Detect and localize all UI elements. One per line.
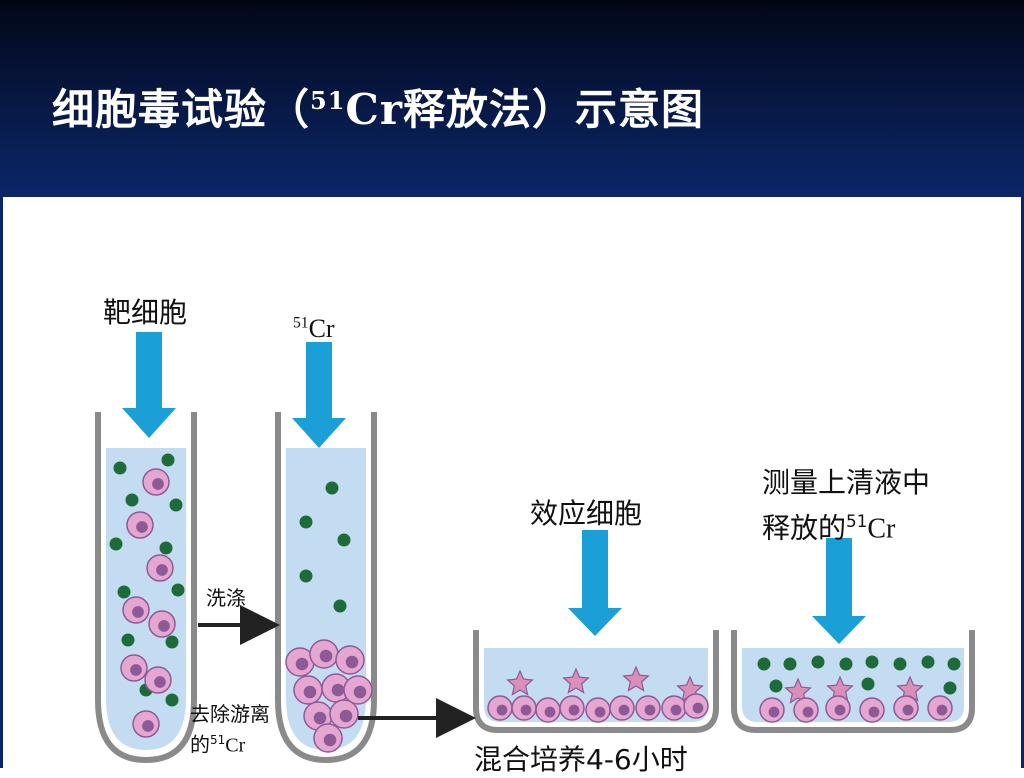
target-cell <box>535 697 561 723</box>
tube-1-target-cells <box>95 412 197 764</box>
target-cell <box>609 695 635 721</box>
chromium-dot <box>337 533 351 547</box>
target-cell <box>329 699 359 729</box>
diagram-area <box>0 197 1024 768</box>
target-cell <box>585 697 611 723</box>
title-bar: 细胞毒试验（51Cr释放法）示意图 <box>0 0 1024 197</box>
target-cell <box>120 654 148 682</box>
target-cell <box>303 701 333 731</box>
arrow-measure <box>812 538 866 644</box>
label-measure: 测量上清液中 释放的51Cr <box>762 466 931 545</box>
target-cell <box>661 695 687 721</box>
dish-mixed-culture <box>473 630 719 733</box>
target-cell <box>142 468 170 496</box>
effector-cell <box>506 669 534 696</box>
chromium-dot <box>893 657 907 671</box>
chromium-dot <box>159 541 173 555</box>
arrow-effector-cells <box>568 530 622 636</box>
label-mix-culture: 混合培养4-6小时 <box>474 743 688 776</box>
chromium-dot <box>757 657 771 671</box>
chromium-dot <box>811 655 825 669</box>
target-cell <box>893 695 919 721</box>
target-cell <box>683 693 709 719</box>
chromium-dot <box>161 453 175 467</box>
target-cell <box>148 610 176 638</box>
target-cell <box>313 723 343 753</box>
target-cell <box>144 666 172 694</box>
tube-2-washed-cells <box>275 412 377 764</box>
page-title: 细胞毒试验（51Cr释放法）示意图 <box>52 85 704 134</box>
diagram-canvas <box>95 332 975 764</box>
target-cell <box>335 645 365 675</box>
chromium-dot <box>947 657 961 671</box>
label-effector-cells: 效应细胞 <box>530 497 643 530</box>
target-cell <box>559 695 585 721</box>
target-cell <box>825 695 851 721</box>
target-cell <box>927 695 953 721</box>
chromium-dot <box>121 633 135 647</box>
effector-cell <box>562 667 590 694</box>
chromium-dot <box>769 679 783 693</box>
chromium-dot <box>865 655 879 669</box>
target-cell <box>293 675 323 705</box>
effector-cell <box>622 665 650 692</box>
chromium-dot <box>299 569 313 583</box>
chromium-dot <box>333 599 347 613</box>
chromium-dot <box>325 481 339 495</box>
chromium-dot <box>171 583 185 597</box>
chromium-dot <box>943 681 957 695</box>
chromium-dot <box>169 498 183 512</box>
arrow-51cr <box>292 342 346 448</box>
chromium-dot <box>299 515 313 529</box>
chromium-dot <box>861 677 875 691</box>
target-cell <box>132 710 160 738</box>
chromium-dot <box>117 585 131 599</box>
target-cell <box>126 511 154 539</box>
target-cell <box>759 697 785 723</box>
chromium-dot <box>109 537 123 551</box>
target-cell <box>487 695 513 721</box>
target-cell <box>511 695 537 721</box>
chromium-dot <box>165 635 179 649</box>
target-cell <box>146 554 174 582</box>
label-51cr: 51Cr <box>293 314 335 343</box>
arrow-target-cells <box>122 332 176 438</box>
target-cell <box>122 596 150 624</box>
chromium-dot <box>921 655 935 669</box>
dish-supernatant <box>731 630 975 733</box>
target-cell <box>309 639 339 669</box>
chromium-dot <box>165 693 179 707</box>
label-target-cells: 靶细胞 <box>103 296 188 329</box>
target-cell <box>343 675 373 705</box>
chromium-dot <box>783 657 797 671</box>
label-remove-free: 去除游离 的51Cr <box>190 702 270 757</box>
target-cell <box>793 697 819 723</box>
chromium-dot <box>113 461 127 475</box>
chromium-dot <box>125 493 139 507</box>
effector-cell <box>784 677 812 704</box>
chromium-dot <box>839 657 853 671</box>
target-cell <box>635 695 661 721</box>
label-wash: 洗涤 <box>206 586 246 610</box>
target-cell <box>321 673 351 703</box>
target-cell <box>859 697 885 723</box>
